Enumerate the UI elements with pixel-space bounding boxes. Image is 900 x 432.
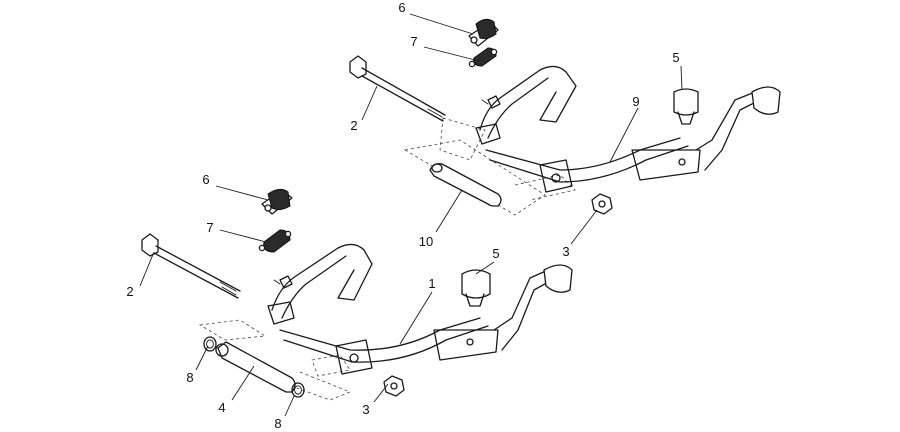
bolt-2-upper <box>349 55 446 122</box>
callout-label-c10: 10 <box>419 234 433 249</box>
callout-label-c6a: 6 <box>398 0 405 15</box>
callout-label-c2b: 2 <box>126 284 133 299</box>
upper-stand-assembly <box>349 18 781 216</box>
callout-label-c8b: 8 <box>274 416 281 431</box>
stand-9 <box>475 65 781 193</box>
callout-leader-c1 <box>399 291 433 345</box>
bolt-2-lower <box>141 233 241 299</box>
lower-stand-assembly <box>141 188 573 401</box>
callout-labels: 6 7 5 2 9 10 3 6 7 5 2 1 8 4 3 8 <box>126 0 683 431</box>
pivot-pin-4 <box>215 341 296 393</box>
nut-3-upper <box>591 193 613 215</box>
callout-label-c6b: 6 <box>202 172 209 187</box>
washer-8-left <box>203 336 217 352</box>
spring-6-lower <box>261 188 293 215</box>
callout-leader-c6a <box>409 13 474 35</box>
callout-leader-c5a <box>680 65 683 91</box>
callout-leader-c2b <box>139 251 155 287</box>
callout-label-c8a: 8 <box>186 370 193 385</box>
callout-label-c3a: 3 <box>562 244 569 259</box>
callout-label-c7b: 7 <box>206 220 213 235</box>
callout-leader-c7a <box>423 46 476 61</box>
callout-leader-c6b <box>215 185 269 201</box>
callout-leader-c2a <box>361 85 378 121</box>
rubber-stop-5-upper <box>673 88 699 125</box>
callout-leader-c8b <box>284 395 295 417</box>
callout-label-c5b: 5 <box>492 246 499 261</box>
callout-leader-c10 <box>435 189 463 233</box>
callout-label-c5a: 5 <box>672 50 679 65</box>
callout-leader-c7b <box>219 229 267 243</box>
callout-leader-c9 <box>609 107 639 163</box>
callout-label-c3b: 3 <box>362 402 369 417</box>
callout-leader-c3a <box>570 209 598 245</box>
callout-leader-c8a <box>195 345 209 371</box>
nut-3-lower <box>383 375 405 397</box>
pin-10 <box>429 162 502 207</box>
callout-label-c9: 9 <box>632 94 639 109</box>
spring-7-upper <box>468 47 498 68</box>
callout-leader-c4 <box>231 365 255 401</box>
callout-label-c7a: 7 <box>410 34 417 49</box>
callout-label-c1: 1 <box>428 276 435 291</box>
spring-6-upper <box>468 18 499 47</box>
callout-leader-c5b <box>475 261 495 275</box>
callout-label-c2a: 2 <box>350 118 357 133</box>
washer-8-right <box>291 382 305 398</box>
spring-7-lower <box>258 229 292 253</box>
callout-leader-c3b <box>373 383 389 403</box>
rubber-stop-5-lower <box>461 269 491 307</box>
stand-1 <box>267 243 573 375</box>
callout-label-c4: 4 <box>218 400 225 415</box>
